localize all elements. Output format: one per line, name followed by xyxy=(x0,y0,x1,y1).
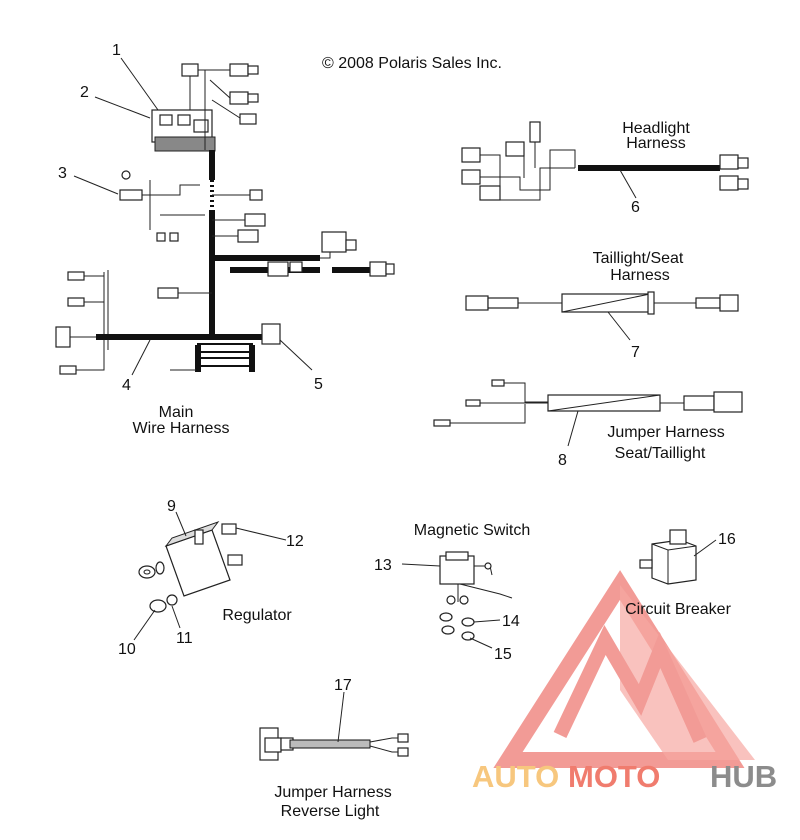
switch-body xyxy=(439,555,475,585)
taillight-label-line1: Taillight/Seat xyxy=(593,250,684,267)
headlight-harness xyxy=(461,121,749,201)
left-bundle xyxy=(55,270,109,375)
main-wire-harness xyxy=(55,63,395,375)
callout-6: 6 xyxy=(631,199,640,216)
main-harness-label-line1: Main xyxy=(159,404,194,421)
jumper-seat-label-line1: Jumper Harness xyxy=(607,424,724,441)
watermark-logo: AUTO MOTO HUB xyxy=(472,570,777,794)
headlight-label-line2: Harness xyxy=(626,135,686,152)
main-harness-label-line2: Wire Harness xyxy=(133,420,230,437)
relay-2 xyxy=(177,114,191,126)
watermark-text-moto: MOTO xyxy=(568,759,660,794)
triangle-m-logo-icon xyxy=(493,570,755,768)
callout-4: 4 xyxy=(122,377,131,394)
callout-2: 2 xyxy=(80,84,89,101)
watermark-text-hub: HUB xyxy=(710,759,777,794)
top-connectors xyxy=(181,63,259,150)
circuit-breaker-label: Circuit Breaker xyxy=(625,601,731,618)
circuit-breaker xyxy=(639,529,697,585)
callout-1: 1 xyxy=(112,42,121,59)
trunk-right-connectors xyxy=(212,189,266,243)
copyright-text: © 2008 Polaris Sales Inc. xyxy=(322,55,502,72)
jumper-seat-label-line2: Seat/Taillight xyxy=(615,445,706,462)
magnetic-switch-label: Magnetic Switch xyxy=(414,522,531,539)
regulator xyxy=(138,520,243,613)
jumper-harness-reverse xyxy=(259,727,409,761)
callout-15: 15 xyxy=(494,646,512,663)
callout-7: 7 xyxy=(631,344,640,361)
callout-3: 3 xyxy=(58,165,67,182)
callout-8: 8 xyxy=(558,452,567,469)
callout-12: 12 xyxy=(286,533,304,550)
connector-block-5 xyxy=(261,323,281,345)
regulator-label: Regulator xyxy=(222,607,292,624)
callout-numbers: 1 2 3 4 5 6 7 8 9 10 11 12 13 14 15 16 1… xyxy=(58,42,736,694)
relay-base xyxy=(154,136,216,152)
watermark-text-auto: AUTO xyxy=(472,759,559,794)
side-connectors-left xyxy=(119,170,205,242)
callout-17: 17 xyxy=(334,677,352,694)
group-labels: Main Wire Harness Headlight Harness Tail… xyxy=(133,120,732,820)
jumper-reverse-label-line2: Reverse Light xyxy=(281,803,380,820)
magnetic-switch xyxy=(439,551,513,641)
jumper-reverse-label-line1: Jumper Harness xyxy=(274,784,391,801)
taillight-label-line2: Harness xyxy=(610,267,670,284)
callout-14: 14 xyxy=(502,613,520,630)
callout-leaders xyxy=(73,57,717,743)
callout-16: 16 xyxy=(718,531,736,548)
taillight-seat-harness xyxy=(465,291,739,315)
headlight-label-line1: Headlight xyxy=(622,120,690,137)
callout-11: 11 xyxy=(176,630,193,647)
callout-9: 9 xyxy=(167,498,176,515)
callout-5: 5 xyxy=(314,376,323,393)
relay-1 xyxy=(159,114,173,126)
callout-10: 10 xyxy=(118,641,136,658)
callout-13: 13 xyxy=(374,557,392,574)
jumper-harness-seat xyxy=(433,379,743,427)
relay-3 xyxy=(193,119,209,133)
